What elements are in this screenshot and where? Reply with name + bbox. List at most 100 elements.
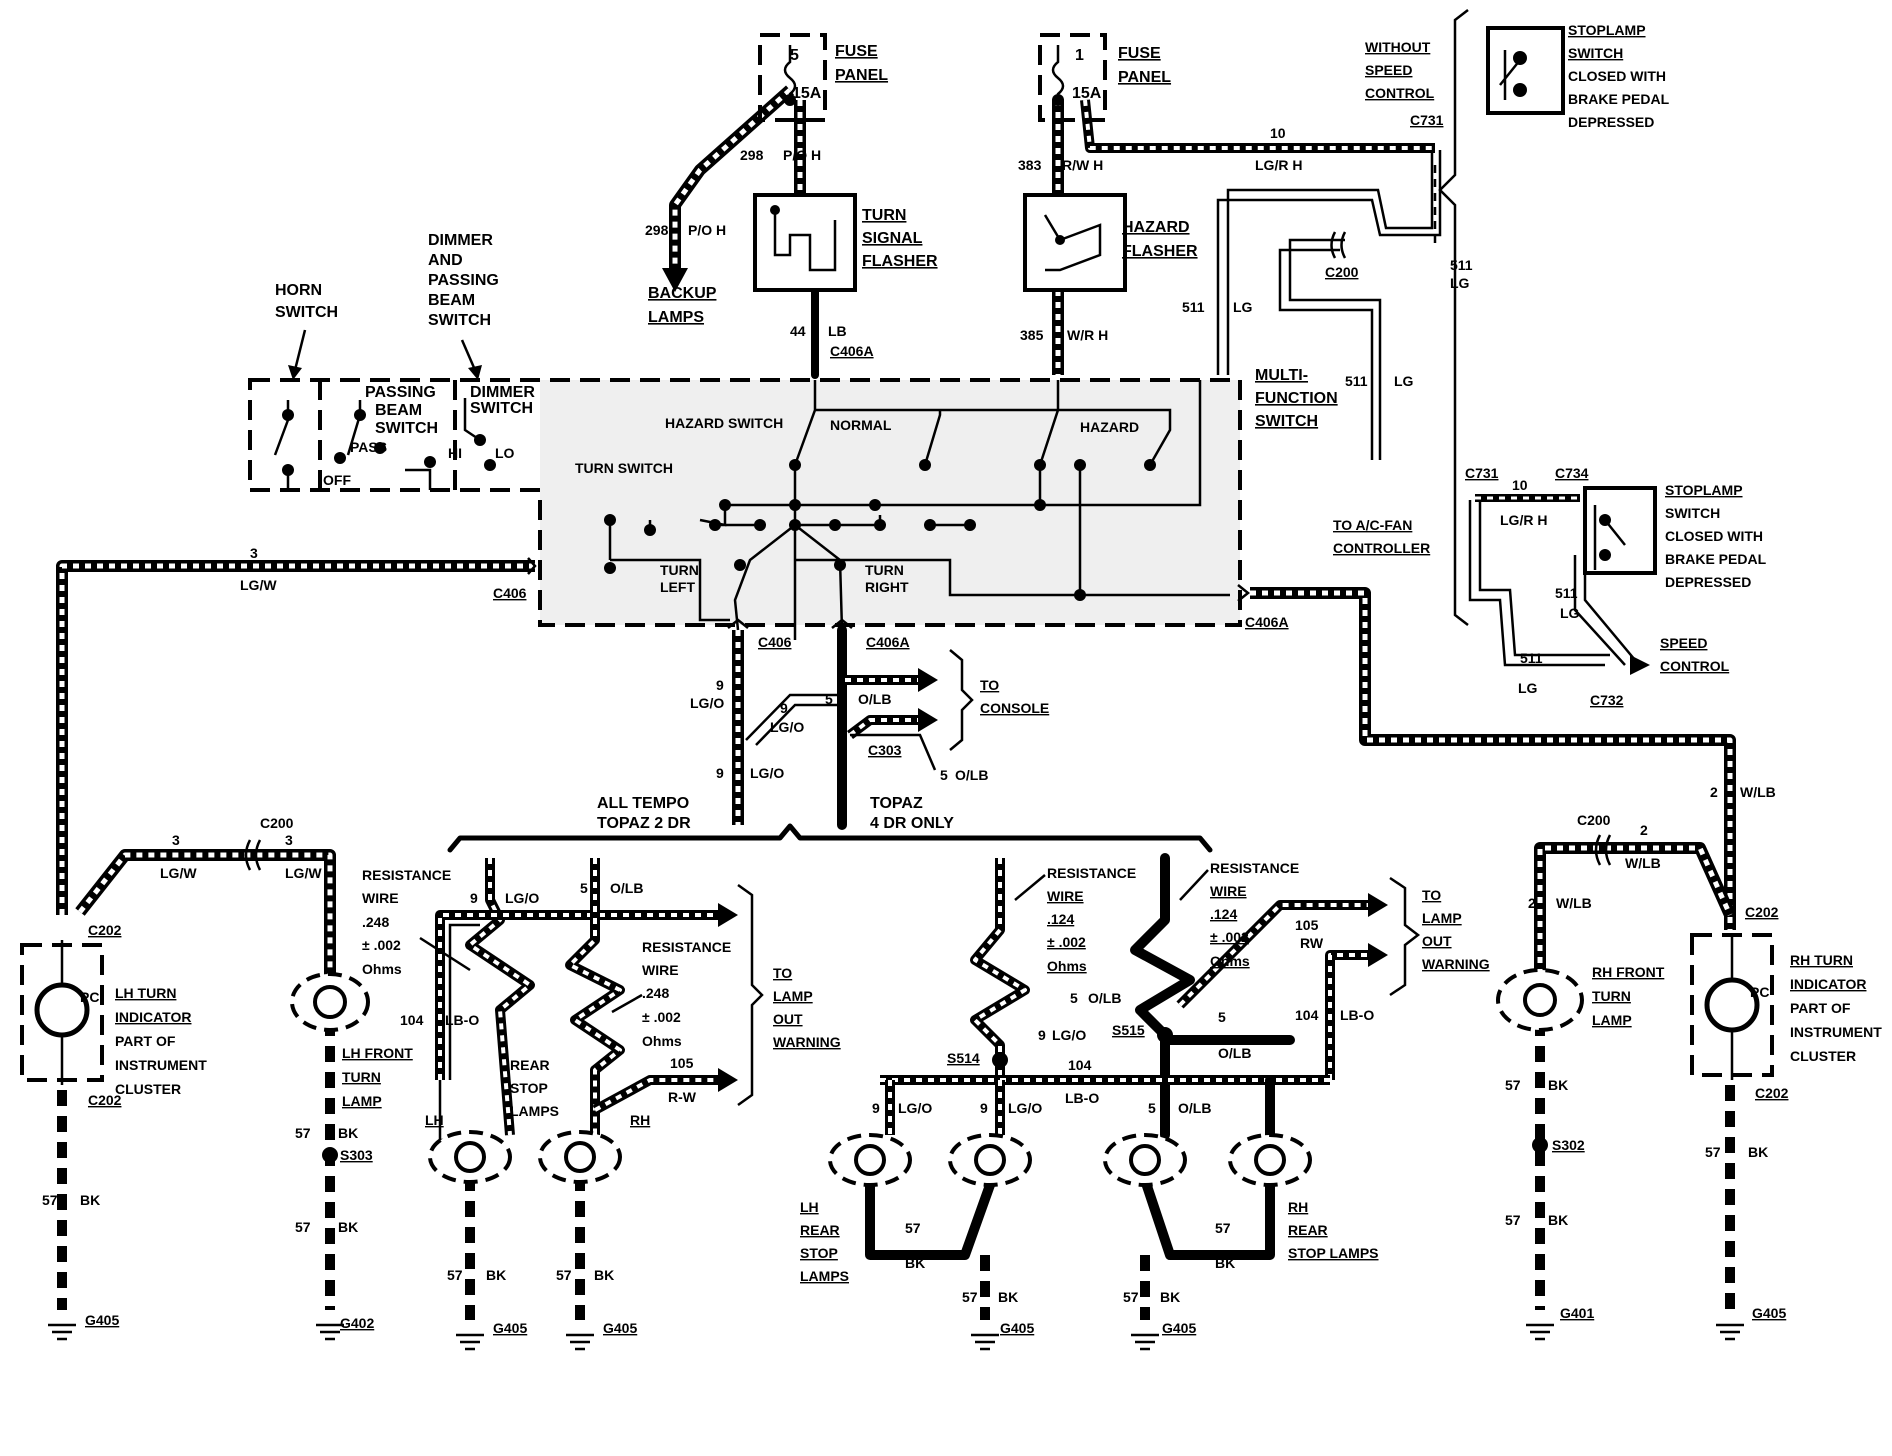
svg-text:BACKUP: BACKUP — [648, 285, 717, 302]
connector-c200-top: C200 — [1325, 231, 1359, 280]
svg-text:G405: G405 — [1162, 1320, 1196, 1336]
svg-text:C406A: C406A — [830, 343, 874, 359]
svg-text:3: 3 — [250, 545, 258, 561]
svg-text:STOPLAMP: STOPLAMP — [1665, 482, 1743, 498]
svg-text:WITHOUT: WITHOUT — [1365, 39, 1431, 55]
svg-text:LG/O: LG/O — [690, 695, 724, 711]
lh-turn-indicator: PC LH TURN INDICATOR PART OF INSTRUMENT … — [20, 922, 207, 1108]
svg-text:LH: LH — [425, 1112, 444, 1128]
rear-left-section: RESISTANCE WIRE .248 ± .002 Ohms 9 LG/O … — [362, 867, 841, 1336]
svg-text:57: 57 — [295, 1219, 311, 1235]
svg-text:± .002: ± .002 — [642, 1009, 681, 1025]
svg-text:WIRE: WIRE — [1047, 888, 1084, 904]
svg-text:1: 1 — [1075, 47, 1084, 64]
svg-text:LH FRONT: LH FRONT — [342, 1045, 413, 1061]
svg-text:R-W: R-W — [668, 1089, 697, 1105]
left-side-labels: C200 3 LG/W 3 LG/W 57 BK 57 BK S303 57 B… — [42, 815, 374, 1331]
without-speed-control-label: WITHOUT SPEED CONTROL C731 — [1365, 9, 1469, 626]
svg-text:4 DR ONLY: 4 DR ONLY — [870, 815, 954, 832]
svg-text:BEAM: BEAM — [428, 292, 475, 309]
svg-text:104: 104 — [400, 1012, 424, 1028]
svg-text:LG/R H: LG/R H — [1255, 157, 1302, 173]
svg-text:3: 3 — [285, 832, 293, 848]
svg-text:G405: G405 — [1000, 1320, 1034, 1336]
svg-text:TO: TO — [1422, 887, 1441, 903]
svg-text:SWITCH: SWITCH — [275, 304, 338, 321]
svg-text:STOP LAMPS: STOP LAMPS — [1288, 1245, 1379, 1261]
svg-text:RH: RH — [630, 1112, 650, 1128]
svg-text:PASSING: PASSING — [365, 384, 436, 401]
svg-text:FLASHER: FLASHER — [1122, 243, 1198, 260]
svg-text:PC: PC — [1750, 984, 1769, 1000]
dimmer-switch-label: DIMMER AND PASSING BEAM SWITCH — [428, 232, 499, 380]
console-arrow-icon — [918, 668, 938, 692]
svg-text:LG/R H: LG/R H — [1500, 512, 1547, 528]
svg-text:C406: C406 — [493, 585, 527, 601]
ground-icon — [316, 1323, 344, 1341]
ground-icon — [1716, 1323, 1744, 1341]
svg-text:TOPAZ 2 DR: TOPAZ 2 DR — [597, 815, 691, 832]
svg-text:TURN: TURN — [342, 1069, 381, 1085]
svg-text:C200: C200 — [260, 815, 294, 831]
svg-text:CLOSED WITH: CLOSED WITH — [1568, 68, 1666, 84]
svg-text:C731: C731 — [1465, 465, 1499, 481]
svg-text:.124: .124 — [1047, 911, 1074, 927]
svg-text:104: 104 — [1295, 1007, 1319, 1023]
svg-text:O/LB: O/LB — [955, 767, 988, 783]
svg-text:SWITCH: SWITCH — [1665, 505, 1720, 521]
svg-text:BK: BK — [486, 1267, 506, 1283]
svg-text:STOP: STOP — [510, 1080, 548, 1096]
svg-text:5: 5 — [790, 47, 799, 64]
svg-text:SWITCH: SWITCH — [1255, 413, 1318, 430]
svg-text:LG/O: LG/O — [770, 719, 804, 735]
svg-text:BRAKE PEDAL: BRAKE PEDAL — [1568, 91, 1670, 107]
svg-text:S303: S303 — [340, 1147, 373, 1163]
svg-text:CLOSED WITH: CLOSED WITH — [1665, 528, 1763, 544]
svg-text:AND: AND — [428, 252, 463, 269]
svg-text:OUT: OUT — [773, 1011, 803, 1027]
svg-text:LG/O: LG/O — [1008, 1100, 1042, 1116]
svg-text:CLUSTER: CLUSTER — [115, 1081, 181, 1097]
svg-text:LG: LG — [1394, 373, 1414, 389]
svg-text:O/LB: O/LB — [858, 691, 891, 707]
svg-text:BK: BK — [1748, 1144, 1768, 1160]
svg-text:C406A: C406A — [866, 634, 910, 650]
svg-text:5: 5 — [940, 767, 948, 783]
svg-text:C406: C406 — [758, 634, 792, 650]
svg-text:BK: BK — [905, 1255, 925, 1271]
svg-text:WIRE: WIRE — [1210, 883, 1247, 899]
svg-text:G402: G402 — [340, 1315, 374, 1331]
ground-icon — [1131, 1333, 1159, 1351]
svg-text:LAMPS: LAMPS — [800, 1268, 849, 1284]
svg-text:15A: 15A — [1072, 85, 1102, 102]
svg-text:W/LB: W/LB — [1556, 895, 1592, 911]
svg-text:10: 10 — [1270, 125, 1286, 141]
svg-text:HAZARD: HAZARD — [1080, 419, 1139, 435]
svg-text:2: 2 — [1640, 822, 1648, 838]
svg-text:REAR: REAR — [1288, 1222, 1328, 1238]
svg-text:WIRE: WIRE — [642, 962, 679, 978]
svg-text:2: 2 — [1528, 895, 1536, 911]
svg-text:15A: 15A — [792, 85, 822, 102]
svg-text:HORN: HORN — [275, 282, 322, 299]
svg-text:SPEED: SPEED — [1365, 62, 1412, 78]
svg-text:WIRE: WIRE — [362, 890, 399, 906]
svg-text:.124: .124 — [1210, 906, 1237, 922]
svg-text:TOPAZ: TOPAZ — [870, 795, 923, 812]
svg-text:LG/W: LG/W — [285, 865, 322, 881]
svg-text:INDICATOR: INDICATOR — [115, 1009, 191, 1025]
svg-text:RESISTANCE: RESISTANCE — [1047, 865, 1136, 881]
svg-text:LB-O: LB-O — [445, 1012, 479, 1028]
svg-text:TURN SWITCH: TURN SWITCH — [575, 460, 673, 476]
turn-signal-flasher: TURN SIGNAL FLASHER — [753, 193, 938, 292]
svg-text:CONTROLLER: CONTROLLER — [1333, 540, 1430, 556]
svg-text:OFF: OFF — [323, 472, 351, 488]
svg-text:R/W H: R/W H — [1062, 157, 1103, 173]
svg-text:C202: C202 — [1745, 904, 1779, 920]
svg-text:FUNCTION: FUNCTION — [1255, 390, 1338, 407]
svg-text:G405: G405 — [85, 1312, 119, 1328]
svg-text:S302: S302 — [1552, 1137, 1585, 1153]
svg-text:G405: G405 — [603, 1320, 637, 1336]
svg-text:RESISTANCE: RESISTANCE — [1210, 860, 1299, 876]
svg-text:.248: .248 — [642, 985, 669, 1001]
